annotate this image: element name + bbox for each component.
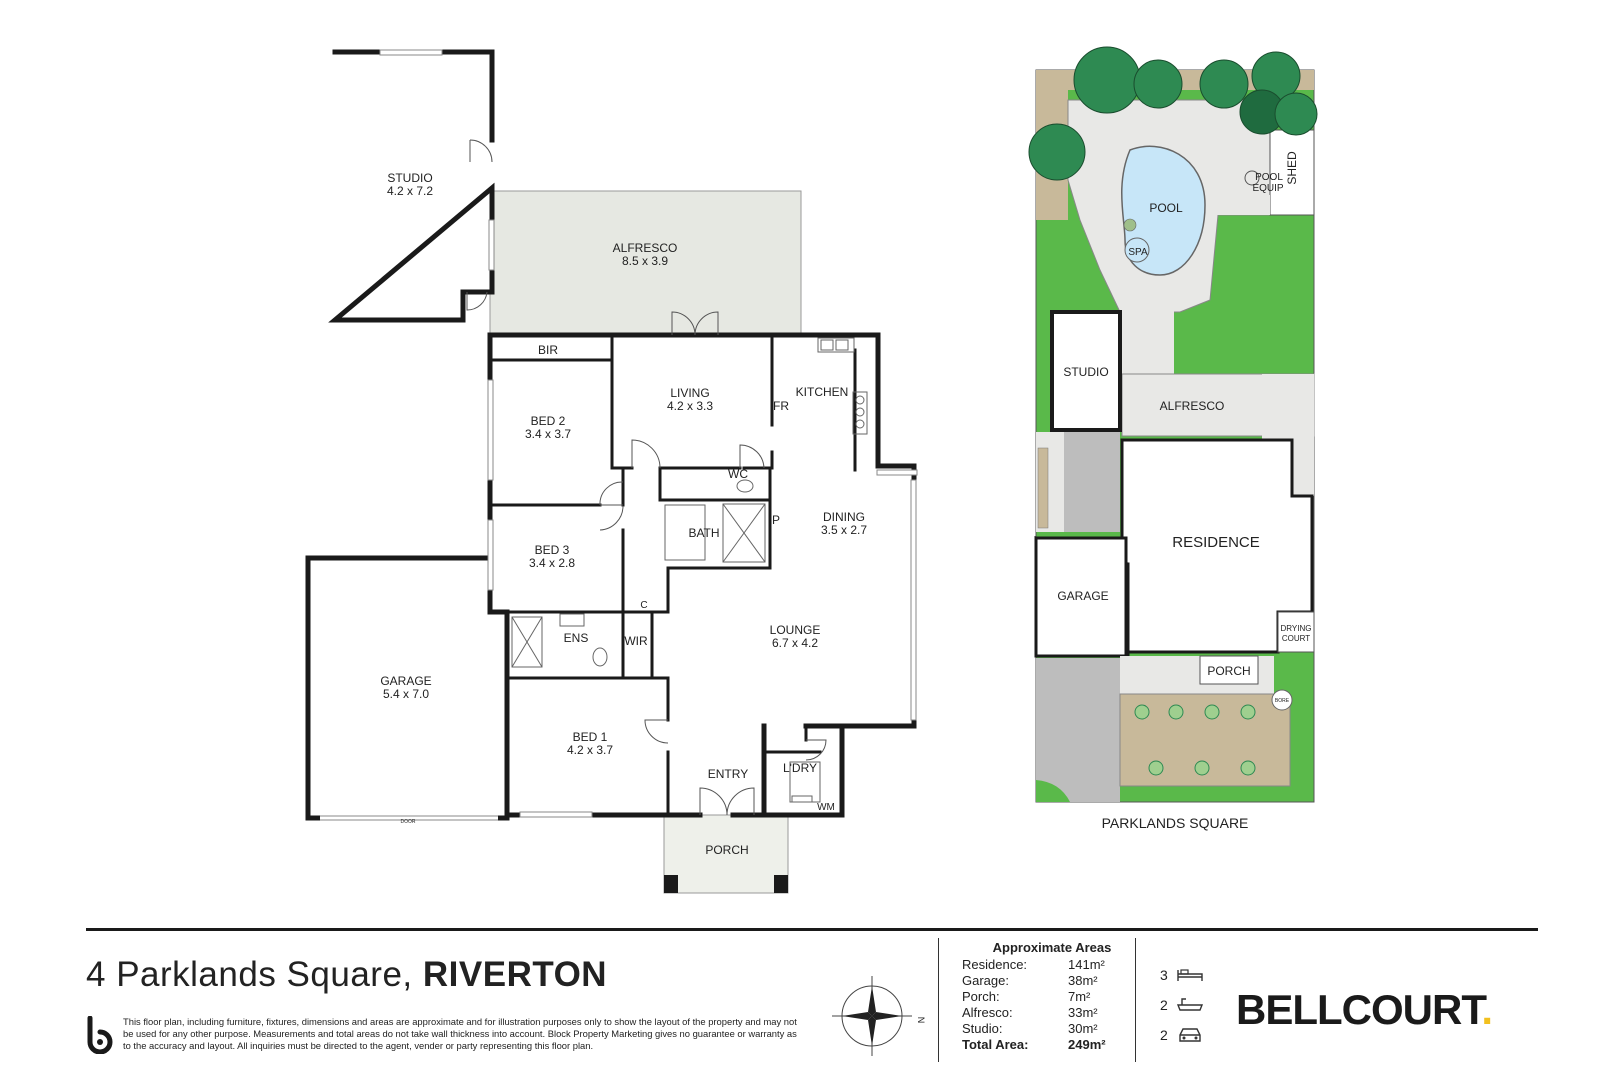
label-pool-equip-2: EQUIP xyxy=(1252,183,1283,194)
footer-divider xyxy=(86,928,1538,931)
label-drying-2: COURT xyxy=(1282,634,1310,643)
size-garage: 5.4 x 7.0 xyxy=(383,687,429,701)
label-alfresco: ALFRESCO xyxy=(613,241,678,255)
label-bed2: BED 2 xyxy=(531,414,566,428)
size-dining: 3.5 x 2.7 xyxy=(821,523,867,537)
alfresco-area xyxy=(489,190,802,334)
label-street: PARKLANDS SQUARE xyxy=(1102,815,1249,831)
area-row-porch: Porch:7m² xyxy=(962,989,1091,1004)
compass-rose-icon: N xyxy=(832,976,926,1056)
disclaimer-text: This floor plan, including furniture, fi… xyxy=(123,1016,797,1051)
feature-car-spaces: 2 xyxy=(1160,1024,1230,1046)
footer-separator xyxy=(938,938,939,1062)
label-laundry: L'DRY xyxy=(783,761,817,775)
feature-bedrooms: 3 xyxy=(1160,964,1230,986)
site-studio xyxy=(1050,310,1122,432)
label-bed1: BED 1 xyxy=(573,730,608,744)
label-bore: BORE xyxy=(1275,698,1290,704)
label-site-garage: GARAGE xyxy=(1057,589,1108,603)
feature-bathrooms: 2 xyxy=(1160,994,1230,1016)
label-linen: C xyxy=(640,600,647,611)
label-dining: DINING xyxy=(823,510,865,524)
label-site-alfresco: ALFRESCO xyxy=(1160,399,1225,413)
label-shed: SHED xyxy=(1285,151,1299,185)
compass-north-label: N xyxy=(916,1017,926,1024)
area-row-total: Total Area:249m² xyxy=(962,1037,1106,1052)
label-living: LIVING xyxy=(670,386,709,400)
bath-icon xyxy=(1176,998,1203,1011)
label-garage: GARAGE xyxy=(380,674,431,688)
size-bed3: 3.4 x 2.8 xyxy=(529,556,575,570)
area-row-studio: Studio:30m² xyxy=(962,1021,1098,1036)
label-pool-equip-1: POOL xyxy=(1255,172,1283,183)
porch-area xyxy=(663,814,789,894)
label-entry: ENTRY xyxy=(708,767,748,781)
label-site-residence: RESIDENCE xyxy=(1172,534,1260,551)
label-site-porch: PORCH xyxy=(1207,664,1250,678)
size-living: 4.2 x 3.3 xyxy=(667,399,713,413)
label-ens: ENS xyxy=(564,631,589,645)
bedroom-count: 3 xyxy=(1160,967,1168,983)
size-lounge: 6.7 x 4.2 xyxy=(772,636,818,650)
address-street: 4 Parklands Square, xyxy=(86,955,413,994)
label-bath: BATH xyxy=(688,526,719,540)
size-studio: 4.2 x 7.2 xyxy=(387,184,433,198)
size-alfresco: 8.5 x 3.9 xyxy=(622,254,668,268)
floor-plan: STUDIO 4.2 x 7.2 ALFRESCO 8.5 x 3.9 BIR … xyxy=(305,49,918,894)
label-wc: WC xyxy=(728,467,748,481)
size-bed1: 4.2 x 3.7 xyxy=(567,743,613,757)
label-wm: WM xyxy=(817,802,835,813)
site-plan-labels: POOL SPA POOL EQUIP SHED STUDIO ALFRESCO… xyxy=(1057,151,1311,831)
address-suburb: RIVERTON xyxy=(422,955,608,994)
car-icon xyxy=(1179,1028,1201,1042)
label-kitchen: KITCHEN xyxy=(796,385,849,399)
driveway xyxy=(1036,658,1120,802)
label-bir: BIR xyxy=(538,343,558,357)
bellcourt-logo: BELLCOURT. xyxy=(1236,986,1493,1033)
label-bed3: BED 3 xyxy=(535,543,570,557)
size-bed2: 3.4 x 3.7 xyxy=(525,427,571,441)
label-pool: POOL xyxy=(1149,201,1183,215)
property-address: 4 Parklands Square, RIVERTON xyxy=(86,955,607,995)
area-row-garage: Garage:38m² xyxy=(962,973,1098,988)
site-plan: POOL SPA POOL EQUIP SHED STUDIO ALFRESCO… xyxy=(1028,46,1318,831)
trees xyxy=(1028,46,1318,181)
label-door: DOOR xyxy=(401,819,416,825)
label-pantry: P xyxy=(772,513,780,527)
label-studio: STUDIO xyxy=(387,171,432,185)
area-row-residence: Residence:141m² xyxy=(962,957,1105,972)
label-wir: WIR xyxy=(624,634,648,648)
car-count: 2 xyxy=(1160,1027,1168,1043)
bed-icon xyxy=(1177,969,1203,981)
label-spa: SPA xyxy=(1128,247,1148,258)
areas-heading: Approximate Areas xyxy=(992,940,1112,955)
footer-separator xyxy=(1135,938,1136,1062)
block-property-logo-icon xyxy=(87,1016,113,1054)
label-porch: PORCH xyxy=(705,843,748,857)
floor-plan-labels: STUDIO 4.2 x 7.2 ALFRESCO 8.5 x 3.9 BIR … xyxy=(380,171,867,857)
label-drying-1: DRYING xyxy=(1281,624,1312,633)
label-lounge: LOUNGE xyxy=(770,623,821,637)
area-row-alfresco: Alfresco:33m² xyxy=(962,1005,1098,1020)
approximate-areas-table: Approximate Areas Residence:141m² Garage… xyxy=(962,940,1152,1053)
label-site-studio: STUDIO xyxy=(1063,365,1108,379)
bathroom-count: 2 xyxy=(1160,997,1168,1013)
label-fr: FR xyxy=(773,399,789,413)
